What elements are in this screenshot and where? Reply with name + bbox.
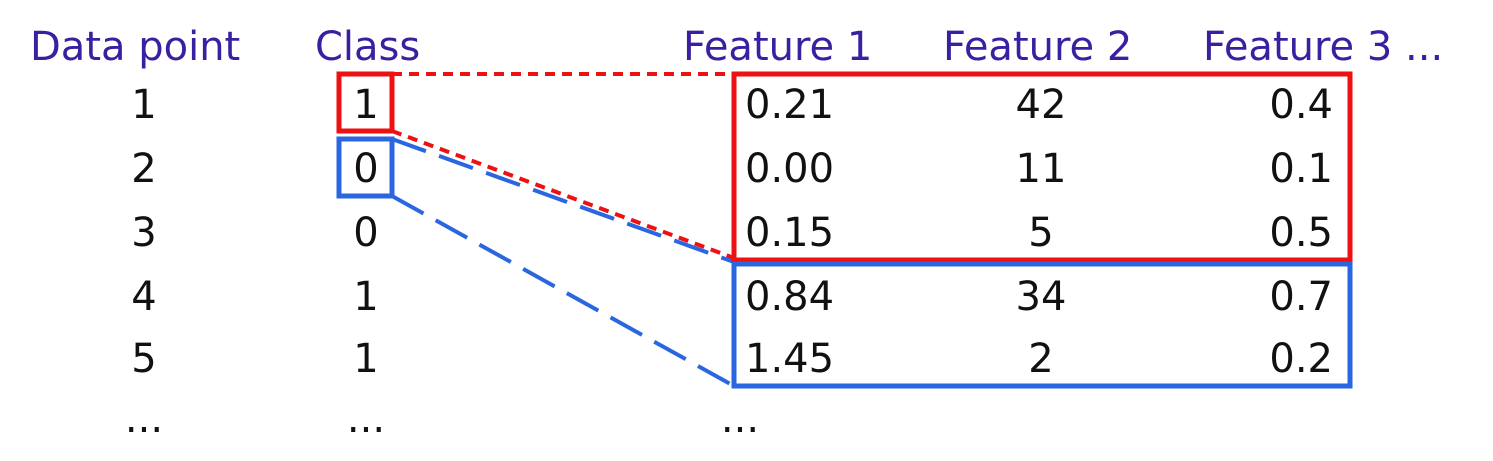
row-2-feature-2: 11: [1016, 146, 1067, 192]
row-1-class: 1: [353, 82, 378, 128]
row-3-id: 3: [131, 210, 156, 256]
row-3-class: 0: [353, 210, 378, 256]
header-class: Class: [315, 24, 420, 70]
row-5-feature-1: 1.45: [745, 336, 834, 382]
row-2-feature-3: 0.1: [1269, 146, 1333, 192]
row-4-class: 1: [353, 274, 378, 320]
row-5-feature-2: 2: [1028, 336, 1053, 382]
row-4-feature-1: 0.84: [745, 274, 834, 320]
blue-connector-bottom: [391, 194, 735, 388]
row-1-feature-3: 0.4: [1269, 82, 1333, 128]
ellipsis-data-point: ...: [125, 396, 163, 442]
row-1-feature-1: 0.21: [745, 82, 834, 128]
header-feature-2: Feature 2: [943, 24, 1132, 70]
class-0-highlight-box: [336, 136, 395, 199]
row-3-feature-1: 0.15: [745, 210, 834, 256]
red-feature-group-box: [731, 71, 1353, 263]
row-2-feature-1: 0.00: [745, 146, 834, 192]
red-connector-bottom: [391, 129, 735, 260]
row-4-feature-3: 0.7: [1269, 274, 1333, 320]
row-5-class: 1: [353, 336, 378, 382]
ellipsis-class: ...: [347, 396, 385, 442]
row-3-feature-2: 5: [1028, 210, 1053, 256]
class-1-highlight-box: [336, 71, 395, 134]
blue-connector-top: [391, 137, 735, 264]
row-1-feature-2: 42: [1016, 82, 1067, 128]
header-feature-1: Feature 1: [683, 24, 872, 70]
row-2-class: 0: [353, 146, 378, 192]
header-feature-3: Feature 3 ...: [1203, 24, 1443, 70]
row-2-id: 2: [131, 146, 156, 192]
row-3-feature-3: 0.5: [1269, 210, 1333, 256]
blue-feature-group-box: [731, 261, 1353, 389]
row-5-id: 5: [131, 336, 156, 382]
row-5-feature-3: 0.2: [1269, 336, 1333, 382]
header-data-point: Data point: [30, 24, 240, 70]
ellipsis-features: ...: [721, 396, 759, 442]
row-4-id: 4: [131, 274, 156, 320]
row-4-feature-2: 34: [1016, 274, 1067, 320]
row-1-id: 1: [131, 82, 156, 128]
